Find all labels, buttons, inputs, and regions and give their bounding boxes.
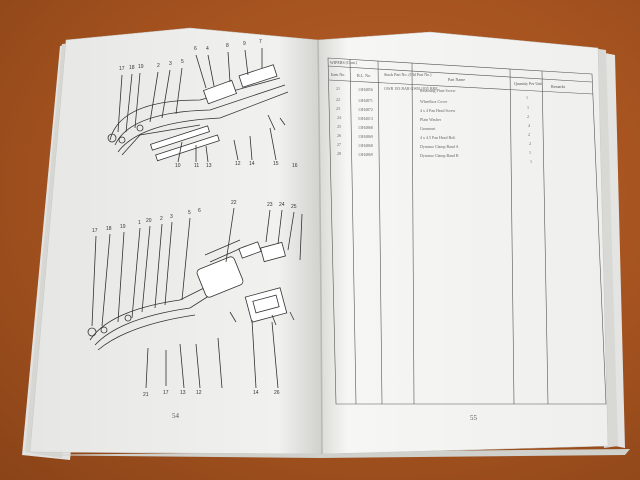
callout-label: 21: [143, 392, 149, 398]
callout-label: 12: [196, 390, 202, 396]
callout-label: 5: [181, 59, 184, 65]
callout-label: 5: [188, 210, 191, 216]
wiper-diagram-lower: [87, 207, 303, 389]
callout-label: 4: [206, 46, 209, 52]
callout-label: 12: [235, 161, 241, 167]
callout-label: 20: [146, 218, 152, 224]
cell-item: 25: [337, 124, 341, 129]
callout-label: 19: [138, 64, 144, 70]
cell-qty: 1: [529, 150, 531, 155]
cell-bl: 13H4871: [358, 98, 373, 103]
cell-item: 24: [337, 115, 341, 120]
cell-bl: 13H4868: [358, 143, 373, 148]
callout-label: 17: [92, 228, 98, 234]
callout-label: 18: [106, 226, 112, 232]
parts-table: [327, 57, 607, 405]
callout-label: 8: [226, 43, 229, 49]
callout-label: 3: [170, 214, 173, 220]
column-header-bl: B.L. No.: [357, 73, 371, 78]
callout-label: 9: [243, 41, 246, 47]
cell-bl: 53H4013: [358, 116, 373, 121]
callout-label: 18: [129, 65, 135, 71]
cell-name: Plain Washer: [420, 117, 442, 122]
cell-qty: 1: [526, 95, 528, 100]
cell-bl: 13H4856: [358, 87, 373, 92]
column-header-remarks: Remarks: [551, 84, 566, 89]
callout-label: 11: [194, 163, 200, 169]
callout-label: 7: [259, 39, 262, 45]
column-header-name: Part Name: [448, 77, 465, 82]
callout-label: 6: [194, 46, 197, 52]
callout-label: 16: [292, 163, 298, 169]
callout-label: 25: [291, 204, 297, 210]
cell-qty: 2: [528, 132, 530, 137]
callout-label: 2: [157, 63, 160, 69]
cell-bl: 13H4868: [358, 125, 373, 130]
binding-gutter: [317, 39, 323, 455]
callout-label: 2: [160, 216, 163, 222]
column-header-item: Item No.: [331, 72, 346, 77]
table-title: WIPERS (Cont.): [330, 60, 358, 65]
cell-item: 22: [336, 97, 340, 102]
callout-label: 22: [231, 200, 237, 206]
cell-qty: 1: [530, 159, 532, 164]
callout-label: 17: [119, 66, 125, 72]
cell-qty: 2: [527, 114, 529, 119]
cell-name: 4 x 4 Pan Head Screw: [420, 108, 456, 113]
callout-label: 13: [180, 390, 186, 396]
callout-label: 26: [274, 390, 280, 396]
cell-item: 23: [336, 106, 340, 111]
cell-item: 26: [337, 133, 341, 138]
callout-label: 3: [169, 61, 172, 67]
callout-label: 13: [206, 163, 212, 169]
column-header-qty: Quantity Per Unit: [514, 81, 543, 86]
cell-bl: 13H4869: [358, 134, 373, 139]
callout-label: 14: [249, 161, 255, 167]
cell-qty: 1: [527, 105, 529, 110]
cell-item: 27: [337, 142, 341, 147]
callout-label: 10: [175, 163, 181, 169]
column-header-part: Stuck Part No. (Old Part No.): [384, 72, 432, 77]
callout-label: 1: [138, 220, 141, 226]
left-page-number: 54: [172, 412, 179, 420]
cell-name: Retaining Plate Screw: [420, 88, 456, 93]
cell-name: Grommet: [420, 126, 436, 131]
right-page: [317, 31, 609, 455]
cell-item: 28: [337, 151, 341, 156]
cell-qty: 4: [528, 123, 530, 128]
callout-label: 17: [163, 390, 169, 396]
cell-bl: 13H4872: [358, 107, 373, 112]
callout-label: 19: [120, 224, 126, 230]
callout-label: 15: [273, 161, 279, 167]
wiper-diagram-upper: [107, 48, 289, 163]
callout-label: 6: [198, 208, 201, 214]
cell-name: Dynamo Clamp Band A: [420, 144, 459, 149]
cell-part: GWB 183 BAR GWB 1835 BRE: [384, 86, 438, 91]
cell-bl: 13H4869: [358, 152, 373, 157]
callout-label: 14: [253, 390, 259, 396]
cell-qty: 2: [529, 141, 531, 146]
right-page-number: 55: [470, 414, 477, 422]
cell-item: 21: [336, 86, 340, 91]
cell-name: Wheelbox Cover: [420, 99, 448, 104]
callout-label: 23: [267, 202, 273, 208]
cell-name: Dynamo Clamp Band B: [420, 153, 459, 158]
cell-name: 4 x 4.5 Pan Head Bolt: [420, 135, 456, 140]
callout-label: 24: [279, 202, 285, 208]
